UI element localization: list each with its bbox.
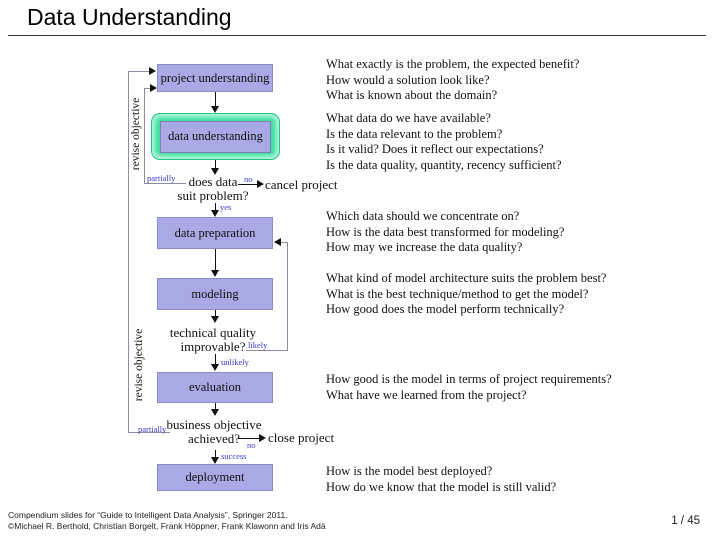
- decision-line2: suit problem?: [177, 188, 249, 203]
- question-line: What data do we have available?: [326, 111, 491, 125]
- cancel-project-label: cancel project: [265, 177, 338, 192]
- flow-box-label: modeling: [191, 286, 239, 301]
- question-line: What exactly is the problem, the expecte…: [326, 57, 580, 71]
- revise-objective-label-upper: revise objective: [130, 97, 142, 171]
- connector-preparation-to-modeling: [215, 249, 216, 271]
- loop-line-likely-top: [278, 242, 288, 243]
- page-title: Data Understanding: [27, 4, 232, 30]
- arrow-left-icon: [274, 238, 281, 246]
- loop-line-revise-inner-vertical: [144, 88, 145, 183]
- revise-objective-label-lower: revise objective: [133, 328, 145, 402]
- branch-label-partially-lower: partially: [138, 424, 167, 434]
- connector-modeling-to-tech-decision: [215, 310, 216, 317]
- question-line: How would a solution look like?: [326, 72, 490, 87]
- connector-no-to-close: [238, 438, 260, 439]
- decision-line2: improvable?: [180, 339, 246, 354]
- flow-box-deployment: deployment: [157, 464, 273, 491]
- arrow-down-icon: [211, 106, 219, 113]
- loop-line-revise-outer-top: [128, 71, 149, 72]
- connector-data-to-suit-decision: [215, 160, 216, 169]
- arrow-down-icon: [211, 210, 219, 217]
- branch-label-no-cancel: no: [244, 174, 253, 184]
- question-line: Is the data relevant to the problem?: [326, 126, 503, 141]
- question-line: How do we know that the model is still v…: [326, 479, 557, 494]
- flow-box-label: deployment: [185, 470, 245, 484]
- title-rule: [8, 35, 706, 36]
- flow-box-data-understanding: data understanding: [160, 120, 271, 153]
- close-project-label: close project: [268, 430, 335, 445]
- arrow-right-icon: [259, 434, 266, 442]
- branch-label-no-close: no: [247, 440, 256, 450]
- arrow-down-icon: [211, 316, 219, 323]
- flow-box-label: project understanding: [160, 70, 270, 85]
- flow-box-project-understanding: project understanding: [157, 64, 273, 92]
- decision-does-data-suit-problem: does data suit problem?: [163, 175, 263, 203]
- questions-data-preparation: Which data should we concentrate on? How…: [326, 209, 718, 256]
- loop-line-revise-outer-bottom: [128, 432, 170, 433]
- connector-project-to-data: [215, 92, 216, 107]
- questions-project-understanding: What exactly is the problem, the expecte…: [326, 57, 718, 104]
- branch-label-likely: likely: [248, 340, 268, 350]
- arrow-down-icon: [211, 270, 219, 277]
- footer-attribution-line2: ©Michael R. Berthold, Christian Borgelt,…: [8, 521, 326, 531]
- decision-line1: does data: [188, 174, 238, 189]
- question-line: What is known about the domain?: [326, 88, 498, 102]
- arrow-down-icon: [211, 409, 219, 416]
- decision-line1: business objective: [166, 417, 262, 432]
- branch-label-partially-upper: partially: [147, 173, 176, 183]
- connector-yes-to-preparation: [215, 203, 216, 211]
- flow-box-label: evaluation: [188, 380, 242, 394]
- page-number: 1 / 45: [671, 515, 700, 527]
- arrow-down-icon: [211, 364, 219, 371]
- question-line: What is the best technique/method to get…: [326, 286, 589, 301]
- questions-deployment: How is the model best deployed? How do w…: [326, 464, 718, 495]
- question-line: How good does the model perform technica…: [326, 302, 565, 316]
- flow-box-data-preparation: data preparation: [157, 217, 273, 249]
- branch-label-success: success: [221, 451, 247, 461]
- question-line: How good is the model in terms of projec…: [326, 372, 612, 386]
- flow-box-modeling: modeling: [157, 278, 273, 310]
- question-line: What have we learned from the project?: [326, 387, 527, 402]
- questions-data-understanding: What data do we have available? Is the d…: [326, 111, 718, 173]
- question-line: What kind of model architecture suits th…: [326, 271, 607, 285]
- connector-unlikely-to-evaluation: [215, 354, 216, 365]
- arrow-down-icon: [211, 457, 219, 464]
- decision-line1: technical quality: [169, 325, 257, 340]
- flow-box-label: data understanding: [168, 129, 263, 143]
- decision-technical-quality-improvable: technical quality improvable?: [157, 326, 269, 354]
- flow-box-evaluation: evaluation: [157, 372, 273, 403]
- loop-line-revise-outer-vertical: [128, 71, 129, 432]
- branch-label-yes: yes: [220, 202, 232, 212]
- decision-business-objective-achieved: business objective achieved?: [155, 418, 273, 446]
- loop-line-likely-bottom: [246, 350, 288, 351]
- arrow-right-icon: [149, 67, 156, 75]
- loop-line-revise-inner-bottom: [144, 183, 186, 184]
- questions-modeling: What kind of model architecture suits th…: [326, 271, 718, 318]
- loop-line-revise-inner-top: [144, 88, 150, 89]
- arrow-right-icon: [257, 180, 264, 188]
- questions-evaluation: How good is the model in terms of projec…: [326, 372, 718, 403]
- connector-success-to-deployment: [215, 450, 216, 458]
- flow-box-data-understanding-highlight: data understanding: [151, 113, 280, 160]
- connector-no-to-cancel: [238, 184, 258, 185]
- arrow-right-icon: [150, 84, 157, 92]
- question-line: How is the data best transformed for mod…: [326, 224, 565, 239]
- question-line: Which data should we concentrate on?: [326, 209, 520, 223]
- question-line: Is it valid? Does it reflect our expecta…: [326, 142, 544, 156]
- branch-label-unlikely: unlikely: [221, 357, 249, 367]
- question-line: Is the data quality, quantity, recency s…: [326, 157, 562, 172]
- connector-evaluation-to-biz-decision: [215, 403, 216, 410]
- footer-attribution-line1: Compendium slides for “Guide to Intellig…: [8, 510, 288, 520]
- decision-line2: achieved?: [188, 431, 240, 446]
- question-line: How may we increase the data quality?: [326, 240, 523, 254]
- flow-box-label: data preparation: [174, 225, 256, 240]
- question-line: How is the model best deployed?: [326, 464, 493, 478]
- arrow-down-icon: [211, 168, 219, 175]
- loop-line-likely-vertical: [287, 242, 288, 351]
